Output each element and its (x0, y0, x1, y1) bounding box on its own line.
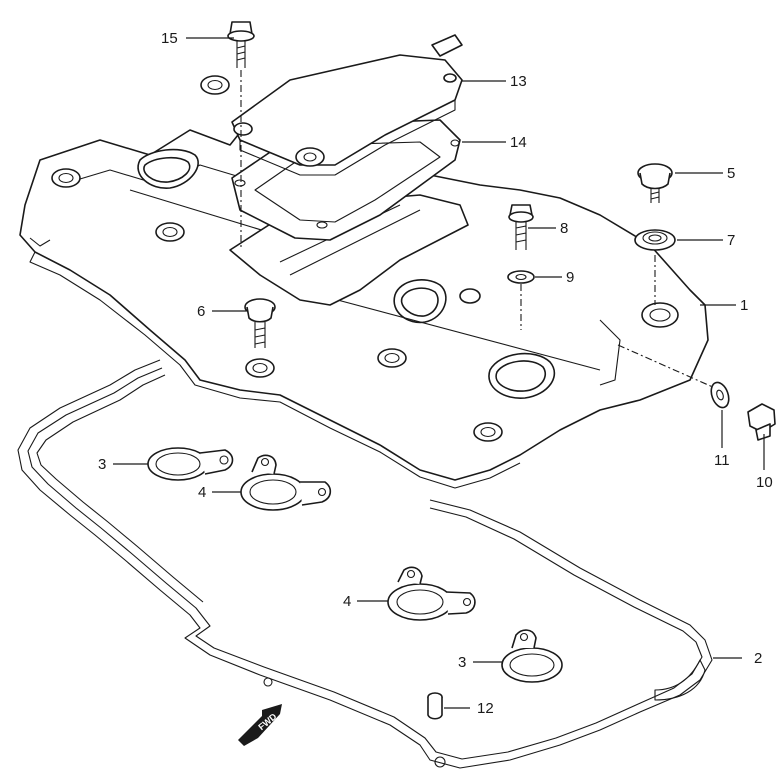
callout-14: 14 (510, 134, 527, 151)
callout-1: 1 (740, 297, 748, 314)
callout-4-b: 4 (343, 593, 351, 610)
callout-labels: 15 13 14 5 8 7 9 6 1 11 10 3 4 4 2 3 12 (98, 30, 773, 717)
breather-assembly (229, 34, 469, 306)
callout-3-b: 3 (458, 654, 466, 671)
part-3-seal-b (501, 629, 563, 683)
leader-lines (113, 37, 765, 709)
cover-gasket (17, 359, 713, 769)
callout-2: 2 (754, 650, 762, 667)
part-4-seal-a (240, 454, 332, 511)
callout-10: 10 (756, 474, 773, 491)
cylinder-head-cover (19, 75, 709, 489)
part-6-screw (244, 298, 276, 348)
callout-6: 6 (197, 303, 205, 320)
callout-5: 5 (727, 165, 735, 182)
callout-13: 13 (510, 73, 527, 90)
callout-4-a: 4 (198, 484, 206, 501)
part-8-bolt (508, 204, 534, 250)
part-10-plug (747, 403, 776, 441)
part-4-seal-b (387, 566, 476, 621)
forward-direction-arrow: FWD (238, 704, 282, 746)
callout-12: 12 (477, 700, 494, 717)
callout-9: 9 (566, 269, 574, 286)
part-3-seal-a (147, 447, 234, 481)
callout-8: 8 (560, 220, 568, 237)
callout-3-a: 3 (98, 456, 106, 473)
part-5-screw (637, 163, 673, 203)
callout-11: 11 (714, 452, 730, 469)
part-7-grommet (634, 229, 676, 305)
part-12-dowel (427, 692, 443, 720)
callout-15: 15 (161, 30, 178, 47)
part-9-washer (507, 270, 535, 330)
part-15-bolt (227, 21, 255, 250)
part-11-washer (617, 344, 730, 409)
callout-7: 7 (727, 232, 735, 249)
